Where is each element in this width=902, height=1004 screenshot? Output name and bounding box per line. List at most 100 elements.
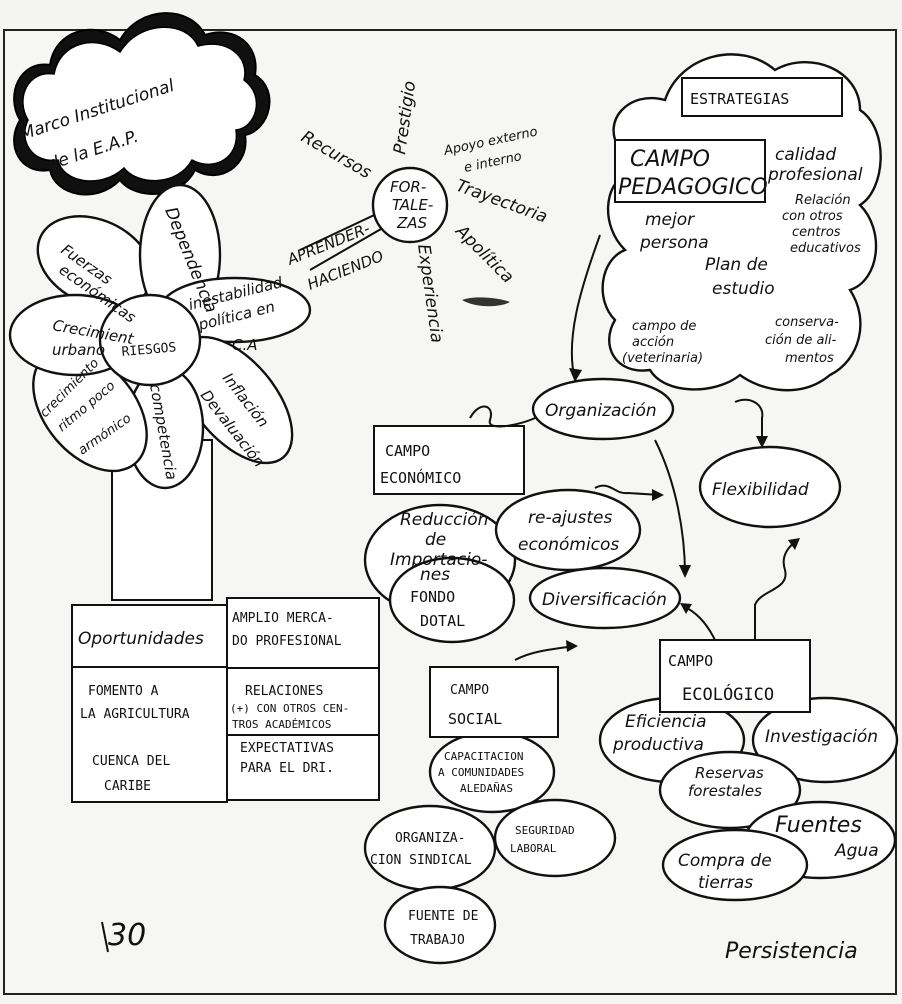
pedagogico-accion-1: campo de	[632, 319, 696, 334]
ecologico-reservas-1: Reservas	[695, 764, 764, 782]
connector-arrows	[469, 234, 800, 661]
pedagogico-conserv-3: mentos	[785, 351, 834, 366]
pedagogico-mejor-1: mejor	[645, 210, 695, 230]
pedagogico-calidad-1: calidad	[775, 145, 836, 165]
organizacion-label: Organización	[545, 401, 657, 421]
pedagogico-title-box	[614, 139, 766, 203]
pedagogico-plan-1: Plan de	[705, 255, 768, 275]
campo-pedagogico-group: ESTRATEGIAS CAMPO PEDAGOGICO calidad pro…	[601, 53, 882, 392]
flexibilidad-label: Flexibilidad	[712, 480, 809, 500]
oport-relaciones-2: (+) CON OTROS CEN-	[230, 702, 349, 715]
fortalezas-center-2: TALE-	[392, 196, 433, 214]
ecologico-investigacion: Investigación	[765, 727, 878, 747]
diversificacion-label: Diversificación	[542, 590, 667, 610]
riesgos-flower: Fuerzas económicas Dependencia inestabil…	[8, 183, 312, 601]
economico-reduccion-2: de	[425, 530, 446, 550]
social-capacitacion-1: CAPACITACION	[444, 750, 523, 763]
arrow-to-flexibilidad	[734, 398, 764, 445]
ecologico-title-2: ECOLÓGICO	[682, 683, 774, 705]
ecologico-eficiencia-1: Eficiencia	[625, 712, 707, 732]
pedagogico-title-1: CAMPO	[630, 147, 710, 172]
pedagogico-conserv-1: conserva-	[775, 315, 839, 330]
arrow-ecologico-flexibilidad	[754, 539, 799, 640]
ecologico-fuentes-2: Agua	[834, 841, 879, 861]
economico-reajustes-1: re-ajustes	[528, 508, 612, 528]
economico-fondo-1: FONDO	[410, 588, 455, 606]
pedagogico-relacion-1: Relación	[795, 193, 851, 208]
riesgo-urbano-2: urbano	[52, 341, 105, 359]
diversificacion-node	[528, 566, 682, 630]
arrow-organizacion-diversificacion	[654, 439, 686, 576]
pedagogico-calidad-2: profesional	[767, 165, 863, 185]
ecologico-fuentes-1: Fuentes	[775, 813, 862, 838]
social-title-2: SOCIAL	[448, 710, 502, 728]
arrow-pedagogico-organizacion	[570, 234, 601, 381]
oportunidades-title: Oportunidades	[78, 629, 204, 649]
organizacion-node	[531, 377, 675, 441]
pedagogico-title-2: PEDAGOGICO	[618, 175, 768, 200]
social-fuente-1: FUENTE DE	[408, 909, 478, 924]
oport-fomento-1: FOMENTO A	[88, 684, 159, 699]
oport-expectativas-2: PARA EL DRI.	[240, 761, 334, 776]
oport-relaciones-3: TROS ACADÉMICOS	[232, 718, 331, 731]
economico-title-box	[373, 425, 525, 495]
fortalezas-circle	[371, 166, 449, 244]
pedagogico-relacion-4: educativos	[790, 241, 861, 256]
estrategias-label: ESTRATEGIAS	[690, 90, 789, 108]
pedagogico-mejor-2: persona	[639, 233, 709, 253]
ecologico-reservas-2: forestales	[688, 782, 762, 800]
arrow-to-organizacion	[469, 405, 536, 428]
pedagogico-accion-3: (veterinaria)	[622, 351, 703, 366]
ecologico-eficiencia-2: productiva	[612, 735, 704, 755]
estrategias-box	[681, 77, 843, 117]
fortalezas-center-3: ZAS	[396, 214, 428, 232]
campo-economico-group: CAMPO ECONÓMICO Reducción de Importacio-…	[363, 425, 682, 644]
social-organizacion-1: ORGANIZA-	[395, 831, 465, 846]
oport-cuenca-1: CUENCA DEL	[92, 754, 170, 769]
oport-fomento-2: LA AGRICULTURA	[80, 707, 190, 722]
pedagogico-accion-2: acción	[632, 335, 674, 350]
social-seguridad-1: SEGURIDAD	[515, 824, 575, 837]
oport-expectativas-1: EXPECTATIVAS	[240, 741, 334, 756]
campo-ecologico-group: CAMPO ECOLÓGICO Eficiencia productiva In…	[598, 639, 899, 902]
economico-title-2: ECONÓMICO	[380, 468, 461, 487]
social-organizacion-2: CION SINDICAL	[370, 853, 472, 868]
economico-reduccion-3: Importacio-	[390, 550, 487, 570]
ecologico-title-box	[659, 639, 811, 713]
social-capacitacion-3: ALEDAÑAS	[460, 782, 513, 795]
oport-amplio-2: DO PROFESIONAL	[232, 634, 342, 649]
economico-reduccion-1: Reducción	[400, 510, 488, 530]
riesgo-inestabilidad-3: C.A	[232, 336, 258, 354]
persistencia-label: Persistencia	[725, 939, 858, 964]
fortalezas-center-1: FOR-	[390, 178, 426, 196]
pedagogico-cloud	[601, 53, 882, 392]
social-fuente-2: TRABAJO	[410, 933, 465, 948]
riesgos-center: RIESGOS	[121, 340, 177, 360]
campo-social-group: CAMPO SOCIAL CAPACITACION A COMUNIDADES …	[363, 666, 617, 965]
arrow-economico-flexibilidad	[594, 484, 661, 496]
smudge-mark	[462, 297, 510, 307]
ecologico-title-1: CAMPO	[668, 652, 713, 670]
page-number: 30	[108, 918, 146, 953]
social-title-1: CAMPO	[450, 683, 489, 698]
social-capacitacion-2: A COMUNIDADES	[438, 766, 524, 779]
oport-amplio-1: AMPLIO MERCA-	[232, 611, 334, 626]
oport-relaciones-1: RELACIONES	[245, 684, 323, 699]
oportunidades-table: Oportunidades AMPLIO MERCA- DO PROFESION…	[71, 597, 380, 803]
social-seguridad-2: LABORAL	[510, 842, 557, 855]
social-title-box	[429, 666, 559, 738]
economico-title-1: CAMPO	[385, 442, 430, 460]
economico-reduccion-4: nes	[420, 565, 450, 585]
ecologico-compra-1: Compra de	[678, 851, 772, 871]
economico-reajustes-2: económicos	[518, 535, 619, 555]
marco-institucional-cloud: Marco Institucional de la E.A.P.	[13, 12, 271, 196]
pedagogico-conserv-2: ción de ali-	[765, 333, 837, 348]
oport-cuenca-2: CARIBE	[104, 779, 151, 794]
pedagogico-plan-2: estudio	[712, 279, 775, 299]
pedagogico-relacion-2: con otros	[782, 209, 843, 224]
pedagogico-relacion-3: centros	[792, 225, 841, 240]
ecologico-compra-2: tierras	[698, 873, 753, 893]
economico-fondo-2: DOTAL	[420, 612, 465, 630]
